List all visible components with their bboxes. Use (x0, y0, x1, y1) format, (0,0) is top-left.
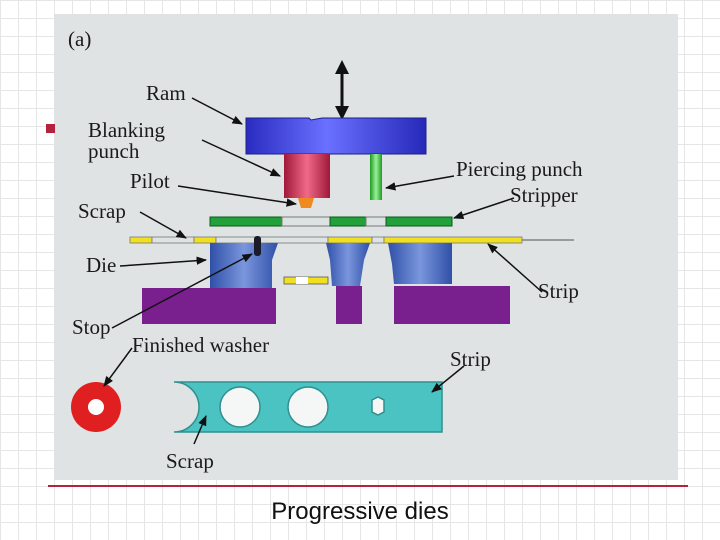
label-finished-washer: Finished washer (132, 333, 269, 357)
finished-washer (71, 382, 121, 432)
leader-lines (103, 97, 543, 445)
ram (245, 117, 427, 155)
blanking-punch (284, 154, 330, 198)
label-scrap-bottom: Scrap (166, 449, 214, 473)
slide-caption: Progressive dies (271, 498, 449, 525)
falling-blank (283, 276, 329, 285)
label-die: Die (86, 253, 116, 277)
label-strip-right: Strip (538, 279, 579, 303)
scrap-strip (173, 381, 443, 433)
label-strip-bottom: Strip (450, 347, 491, 371)
die (210, 243, 452, 288)
label-ram: Ram (146, 81, 186, 105)
label-stop: Stop (72, 315, 111, 339)
piercing-punch (370, 154, 382, 200)
stop-pin (254, 236, 261, 256)
strip (129, 236, 574, 244)
slide-bullet (46, 124, 55, 133)
caption-divider (48, 485, 688, 487)
pilot (298, 198, 314, 208)
label-piercing-punch: Piercing punch (456, 157, 583, 181)
die-shoe (142, 286, 510, 324)
ram-motion-arrow (335, 60, 349, 120)
progressive-die-diagram: (a) (68, 27, 583, 473)
label-stripper: Stripper (510, 183, 578, 207)
stripper (209, 216, 453, 227)
label-pilot: Pilot (130, 169, 170, 193)
label-blanking-punch-line1: Blanking (88, 118, 165, 142)
panel-label: (a) (68, 27, 91, 51)
label-blanking-punch-line2: punch (88, 139, 140, 163)
label-scrap-top: Scrap (78, 199, 126, 223)
